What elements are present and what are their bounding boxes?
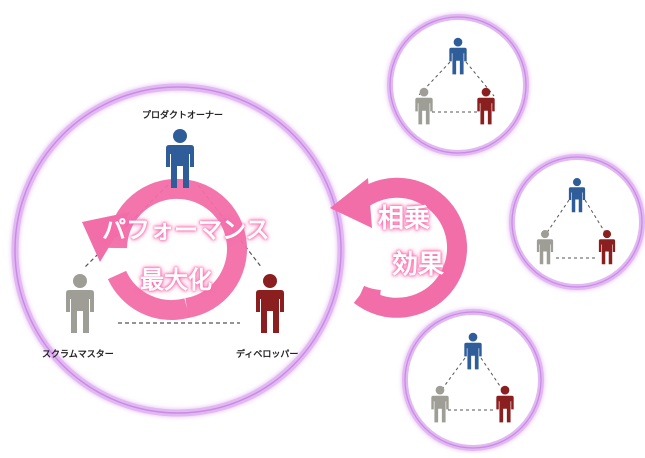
developer-label: ディベロッパー [236,350,299,360]
small-team-bottom [402,309,544,451]
synergy-text-line2: 効果 [392,250,445,280]
product-owner-label: プロダクトオーナー [142,111,224,121]
small-team-top [387,14,529,156]
scrum-master-person-icon [66,274,94,333]
scrum-master-label: スクラムマスター [42,350,114,360]
synergy-loop-arrow-icon [330,177,468,318]
small-team-right [509,154,645,290]
maximize-text: 最大化 [140,266,212,294]
performance-text: パフォーマンス [102,216,270,244]
synergy-text-line1: 相乗 [378,204,431,234]
developer-person-icon [256,274,284,333]
main-team-group [11,83,345,417]
performance-loop-arrow-icon [82,178,247,320]
